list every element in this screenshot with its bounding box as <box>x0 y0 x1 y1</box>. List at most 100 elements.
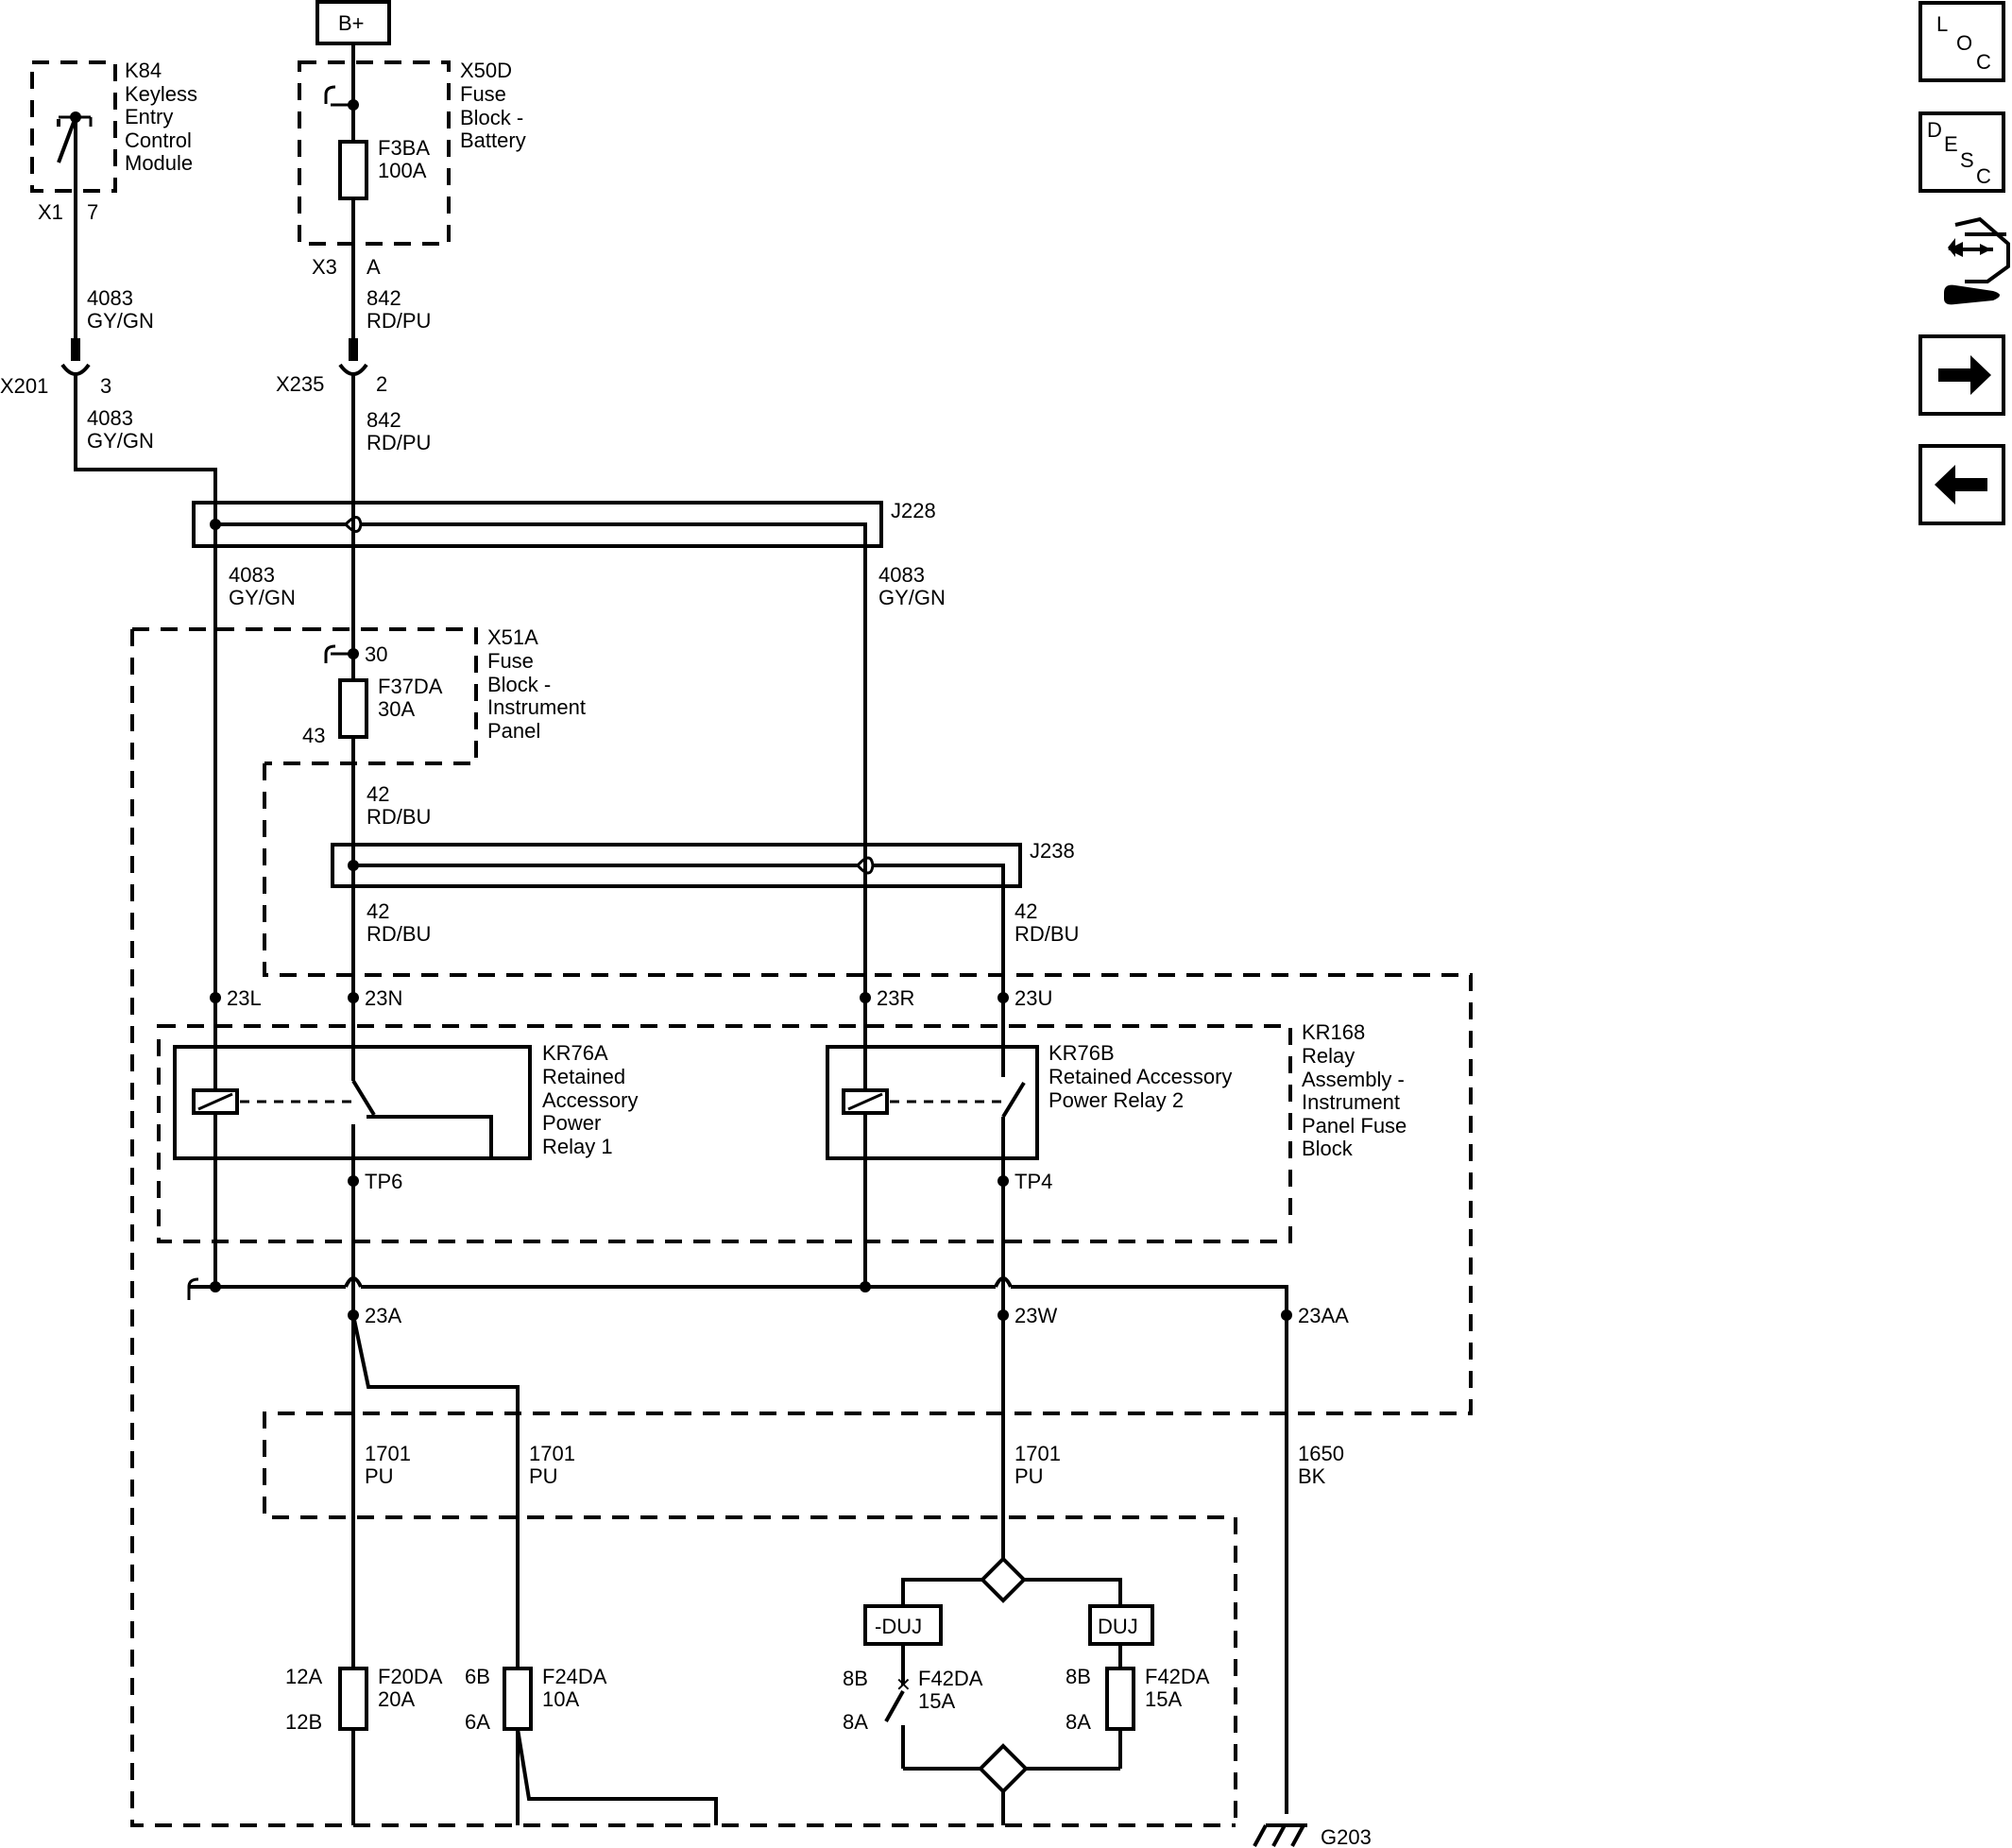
svg-text:Block -: Block - <box>460 106 523 129</box>
svg-text:X50D: X50D <box>460 59 512 82</box>
k84-pin-label: 7 <box>87 200 98 224</box>
x235-pin-label: 2 <box>376 372 387 396</box>
next-page-button[interactable] <box>1918 334 2005 416</box>
svg-text:Block: Block <box>1302 1137 1354 1160</box>
wire-842-top-label: 842 RD/PU <box>367 286 431 333</box>
svg-text:15A: 15A <box>1145 1687 1182 1711</box>
j228-label: J228 <box>891 499 936 522</box>
svg-text:Battery: Battery <box>460 128 526 152</box>
wire-42-right-label: 42 RD/BU <box>1015 899 1079 946</box>
wire-4083-right-label: 4083 GY/GN <box>878 563 946 609</box>
option-duj-label: DUJ <box>1098 1615 1138 1638</box>
wire-1701-a-label: 1701 PU <box>365 1442 411 1488</box>
svg-text:30A: 30A <box>378 697 415 721</box>
wire-4083-top-label: 4083 GY/GN <box>87 286 154 333</box>
f37da-label: F37DA 30A <box>378 675 443 721</box>
svg-text:Fuse: Fuse <box>460 82 506 106</box>
x201-connector-label: X201 <box>0 374 48 398</box>
j238-label: J238 <box>1030 839 1075 863</box>
kr168-relay-assembly-outline <box>157 1024 1292 1243</box>
option-diamond-top <box>980 1556 1027 1603</box>
svg-text:10A: 10A <box>542 1687 579 1711</box>
svg-text:PU: PU <box>1015 1464 1044 1488</box>
x51a-pin-30-label: 30 <box>365 642 387 666</box>
wire-1701-b-label: 1701 PU <box>529 1442 575 1488</box>
svg-text:42: 42 <box>367 899 389 923</box>
f24da-pin-top: 6B <box>465 1665 490 1688</box>
f37da-fuse <box>338 678 368 739</box>
svg-text:Retained Accessory: Retained Accessory <box>1049 1065 1232 1088</box>
f24da-pin-bottom: 6A <box>465 1710 490 1734</box>
svg-text:GY/GN: GY/GN <box>87 429 154 453</box>
loc-letter-c: C <box>1976 50 1991 74</box>
f3ba-label: F3BA 100A <box>378 136 430 182</box>
arrow-right-icon <box>1938 355 1991 395</box>
svg-text:GY/GN: GY/GN <box>878 586 946 609</box>
svg-text:Relay 1: Relay 1 <box>542 1135 613 1158</box>
svg-text:Power: Power <box>542 1111 601 1135</box>
svg-text:RD/PU: RD/PU <box>367 309 431 333</box>
arrow-left-icon <box>1935 465 1987 505</box>
svg-text:Module: Module <box>125 151 193 175</box>
wire-1650-label: 1650 BK <box>1298 1442 1344 1488</box>
wire-42-left-label: 42 RD/BU <box>367 899 431 946</box>
connector-tool-icon[interactable] <box>1944 216 2010 305</box>
loc-button[interactable]: L O C <box>1918 1 2005 82</box>
svg-text:42: 42 <box>367 782 389 806</box>
f20da-pin-top: 12A <box>285 1665 322 1688</box>
f3ba-fuse <box>338 140 368 200</box>
svg-text:Instrument: Instrument <box>1302 1090 1400 1114</box>
desc-button[interactable]: D E S C <box>1918 111 2005 193</box>
wire-1701-c-label: 1701 PU <box>1015 1442 1061 1488</box>
svg-text:PU: PU <box>365 1464 394 1488</box>
svg-text:42: 42 <box>1015 899 1037 923</box>
loc-letter-o: O <box>1956 31 1972 55</box>
ipfb-outer-outline <box>130 629 1236 1827</box>
f42da-right-label: F42DA 15A <box>1145 1665 1210 1711</box>
battery-positive: B+ <box>315 0 391 45</box>
desc-letter-s: S <box>1960 148 1974 172</box>
svg-text:Keyless: Keyless <box>125 82 197 106</box>
f42da-right-pin-bottom: 8A <box>1066 1710 1091 1734</box>
svg-text:KR76A: KR76A <box>542 1041 608 1065</box>
svg-text:Assembly -: Assembly - <box>1302 1068 1405 1091</box>
g203-label: G203 <box>1321 1825 1372 1848</box>
f42da-left-open-fuse <box>884 1690 905 1722</box>
desc-letter-e: E <box>1944 132 1958 156</box>
pin-23aa-label: 23AA <box>1298 1304 1349 1327</box>
svg-text:Fuse: Fuse <box>487 649 534 673</box>
open-link-mark-icon: ✕ <box>895 1675 912 1696</box>
k84-module-outline <box>30 60 117 193</box>
option-not-duj-label: -DUJ <box>875 1615 922 1638</box>
f20da-pin-bottom: 12B <box>285 1710 322 1734</box>
kr76a-label: KR76A Retained Accessory Power Relay 1 <box>542 1041 638 1158</box>
svg-text:Power Relay 2: Power Relay 2 <box>1049 1088 1184 1112</box>
svg-text:PU: PU <box>529 1464 558 1488</box>
wire-842-mid-label: 842 RD/PU <box>367 408 431 454</box>
svg-text:GY/GN: GY/GN <box>229 586 296 609</box>
kr168-label: KR168 Relay Assembly - Instrument Panel … <box>1302 1020 1407 1160</box>
f42da-right-pin-top: 8B <box>1066 1665 1091 1688</box>
svg-text:BK: BK <box>1298 1464 1326 1488</box>
previous-page-button[interactable] <box>1918 444 2005 525</box>
f24da-fuse <box>503 1667 533 1731</box>
wire-42-top-label: 42 RD/BU <box>367 782 431 829</box>
svg-text:F42DA: F42DA <box>1145 1665 1210 1688</box>
svg-text:Instrument: Instrument <box>487 695 586 719</box>
kr76b-label: KR76B Retained Accessory Power Relay 2 <box>1049 1041 1232 1112</box>
svg-text:Block -: Block - <box>487 673 551 696</box>
k84-label: K84 Keyless Entry Control Module <box>125 59 197 175</box>
option-not-duj-badge <box>863 1604 943 1646</box>
svg-text:4083: 4083 <box>229 563 275 587</box>
svg-text:Panel: Panel <box>487 719 540 743</box>
x50d-connector-label: X3 <box>312 255 337 279</box>
pin-23r-label: 23R <box>877 986 914 1010</box>
svg-text:Entry: Entry <box>125 105 173 128</box>
desc-letter-c: C <box>1976 164 1991 188</box>
svg-text:15A: 15A <box>918 1689 955 1713</box>
pin-23a-label: 23A <box>365 1304 401 1327</box>
svg-text:20A: 20A <box>378 1687 415 1711</box>
k84-switch <box>57 116 77 163</box>
tp6-label: TP6 <box>365 1170 402 1193</box>
svg-text:KR168: KR168 <box>1302 1020 1365 1044</box>
